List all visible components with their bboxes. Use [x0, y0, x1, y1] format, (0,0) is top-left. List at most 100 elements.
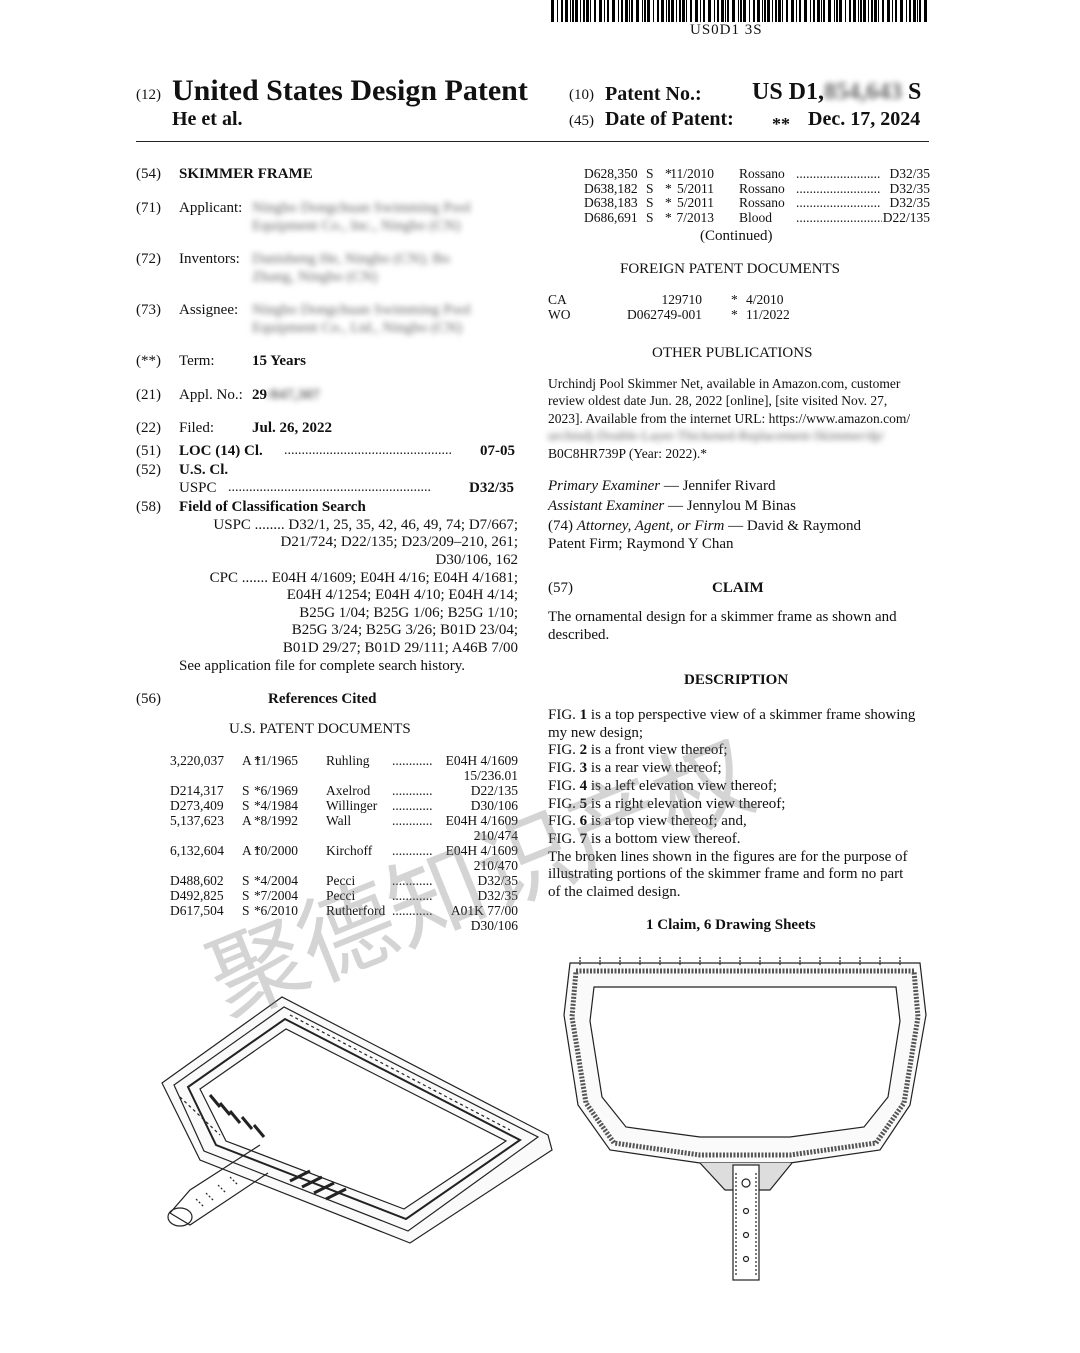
ref-star: *: [254, 753, 261, 768]
attorney-name: — David & Raymond: [724, 518, 862, 534]
foreign-date: 11/2022: [746, 307, 790, 322]
other-pub-line5: B0C8HR739P (Year: 2022).*: [548, 446, 708, 461]
fig-label: FIG.: [548, 795, 580, 812]
attorney-code: (74): [548, 518, 573, 534]
primary-examiner: Primary Examiner — Jennifer Rivard: [548, 478, 775, 495]
ref-number: D273,409: [170, 798, 224, 813]
barcode-bar: [863, 0, 866, 22]
authors: He et al.: [172, 108, 243, 130]
barcode-bar: [924, 0, 927, 22]
ref-dots: .........................: [796, 166, 881, 181]
barcode-bar: [858, 0, 859, 22]
description-text: is a bottom view thereof.: [587, 830, 741, 847]
other-pub-line2: review oldest date Jun. 28, 2022 [online…: [548, 393, 888, 408]
barcode-bar: [642, 0, 643, 22]
description-text: is a top perspective view of a skimmer f…: [587, 707, 916, 723]
ref-star: *: [665, 210, 672, 225]
ref-number: D686,691: [584, 210, 638, 225]
ref-number: D214,317: [170, 783, 224, 798]
barcode-graphic: [551, 0, 927, 22]
ref-number: D628,350: [584, 166, 638, 181]
description-line: illustrating portions of the skimmer fra…: [548, 866, 903, 883]
barcode-bar: [786, 0, 788, 22]
ref-kind: S: [646, 195, 654, 210]
assignee-line1: Ningbo Dongchuan Swimming Pool: [252, 302, 471, 318]
applicant-label: Applicant:: [179, 200, 243, 216]
ref-star: *: [254, 813, 261, 828]
code-12: (12): [136, 87, 161, 103]
ref-name: Rossano: [739, 181, 785, 196]
document-title: United States Design Patent: [172, 74, 528, 107]
barcode-bar: [900, 0, 903, 22]
primary-examiner-name: — Jennifer Rivard: [660, 478, 776, 494]
barcode-bar: [714, 0, 715, 22]
barcode-bar: [636, 0, 639, 22]
barcode-bar: [676, 0, 677, 22]
description-line: FIG. 5 is a right elevation view thereof…: [548, 796, 785, 813]
fig-number: 3: [579, 760, 588, 777]
field-uspc-line1: USPC ........ D32/1, 25, 35, 42, 46, 49,…: [213, 517, 518, 533]
barcode-bar: [570, 0, 571, 22]
ref-star: *: [665, 181, 672, 196]
ref-name: Axelrod: [326, 783, 371, 798]
ref-name: Rossano: [739, 166, 785, 181]
barcode-bar: [882, 0, 884, 22]
barcode-bar: [871, 0, 873, 22]
ref-number: D638,182: [584, 181, 638, 196]
ref-date: 7/2013: [676, 210, 714, 225]
barcode-bar: [753, 0, 755, 22]
description-line: FIG. 4 is a left elevation view thereof;: [548, 778, 777, 795]
ref-dots: ......................: [392, 798, 432, 813]
description-head: DESCRIPTION: [684, 672, 789, 688]
filed-label: Filed:: [179, 420, 215, 436]
ref-class: D32/35: [889, 195, 931, 210]
attorney: (74) Attorney, Agent, or Firm — David & …: [548, 518, 861, 535]
description-line: FIG. 7 is a bottom view thereof.: [548, 831, 740, 848]
description-line: FIG. 2 is a front view thereof;: [548, 742, 728, 759]
ref-name: Wall: [326, 813, 352, 828]
reference-row-cont: 15/236.01: [170, 768, 518, 784]
attorney-line2: Patent Firm; Raymond Y Chan: [548, 536, 734, 552]
claim-line1: The ornamental design for a skimmer fram…: [548, 609, 897, 625]
barcode-bar: [845, 0, 846, 22]
us-patent-docs-head: U.S. PATENT DOCUMENTS: [229, 721, 411, 737]
barcode-bar: [892, 0, 893, 22]
ref-name: Blood: [739, 210, 773, 225]
barcode-bar: [594, 0, 596, 22]
barcode-bar: [917, 0, 918, 22]
reference-row: 6,132,604A*10/2000Kirchoff..............…: [170, 843, 518, 859]
barcode-bar: [799, 0, 801, 22]
uspc-dots: ........................................…: [228, 480, 431, 495]
ref-name: Rossano: [739, 195, 785, 210]
description-text: is a front view thereof;: [587, 742, 728, 759]
ref-number: D638,183: [584, 195, 638, 210]
barcode-bar: [682, 0, 685, 22]
barcode-bar: [738, 0, 739, 22]
ref-number: D492,825: [170, 888, 224, 903]
barcode-bar: [804, 0, 807, 22]
claim-head: CLAIM: [712, 580, 764, 596]
field-uspc-line2: D21/724; D22/135; D23/209–210, 261;: [280, 534, 518, 550]
description-line: FIG. 6 is a top view thereof; and,: [548, 813, 747, 830]
barcode-bar: [796, 0, 797, 22]
ref-name: Willinger: [326, 798, 378, 813]
barcode-bar: [906, 0, 907, 22]
code-54: (54): [136, 166, 161, 182]
code-72: (72): [136, 251, 161, 267]
loc-dots: ........................................…: [284, 443, 452, 458]
barcode-bar: [732, 0, 735, 22]
fig-label: FIG.: [548, 760, 580, 777]
barcode-bar: [828, 0, 831, 22]
ref-kind: S: [242, 783, 250, 798]
ref-kind: S: [646, 181, 654, 196]
us-cl-label: U.S. Cl.: [179, 462, 229, 478]
code-10: (10): [569, 87, 594, 103]
appl-no-value: 29/847,307: [252, 387, 320, 404]
assistant-examiner-name: — Jennylou M Binas: [664, 498, 796, 514]
applicant-line1: Ningbo Dongchuan Swimming Pool: [252, 200, 471, 216]
fig-number: 4: [579, 777, 588, 794]
term-label: Term:: [179, 353, 215, 369]
ref-date: 6/1969: [260, 783, 298, 798]
design-title: SKIMMER FRAME: [179, 166, 313, 182]
